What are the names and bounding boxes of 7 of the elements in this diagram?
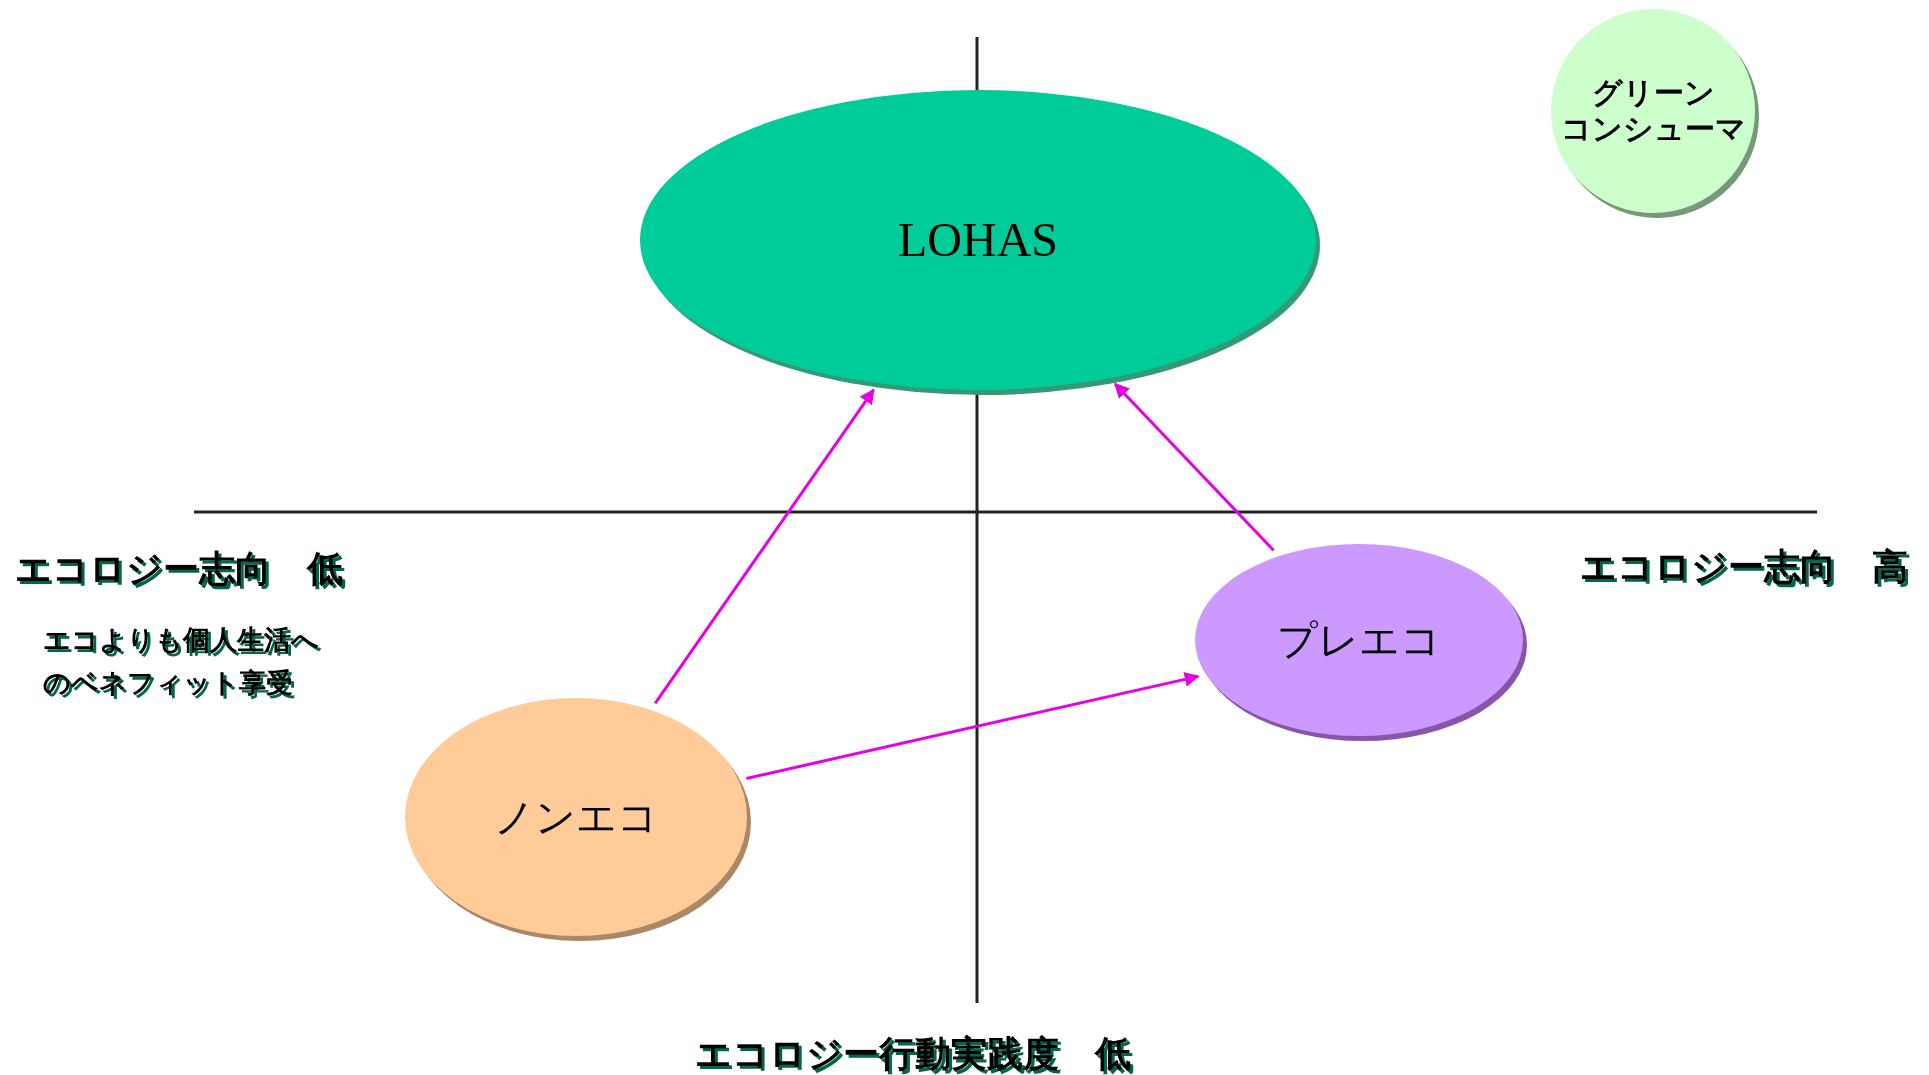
- note-text: エコよりも個人生活へのベネフィット享受: [43, 623, 320, 701]
- axis-label: エコロジー志向 低: [15, 547, 343, 591]
- axis-label: エコロジー行動実践度 低: [695, 1032, 1131, 1075]
- arrow: [653, 388, 875, 705]
- axis-label: エコロジー志向 高: [1580, 545, 1908, 589]
- arrow: [746, 672, 1200, 780]
- arrow: [1114, 382, 1275, 552]
